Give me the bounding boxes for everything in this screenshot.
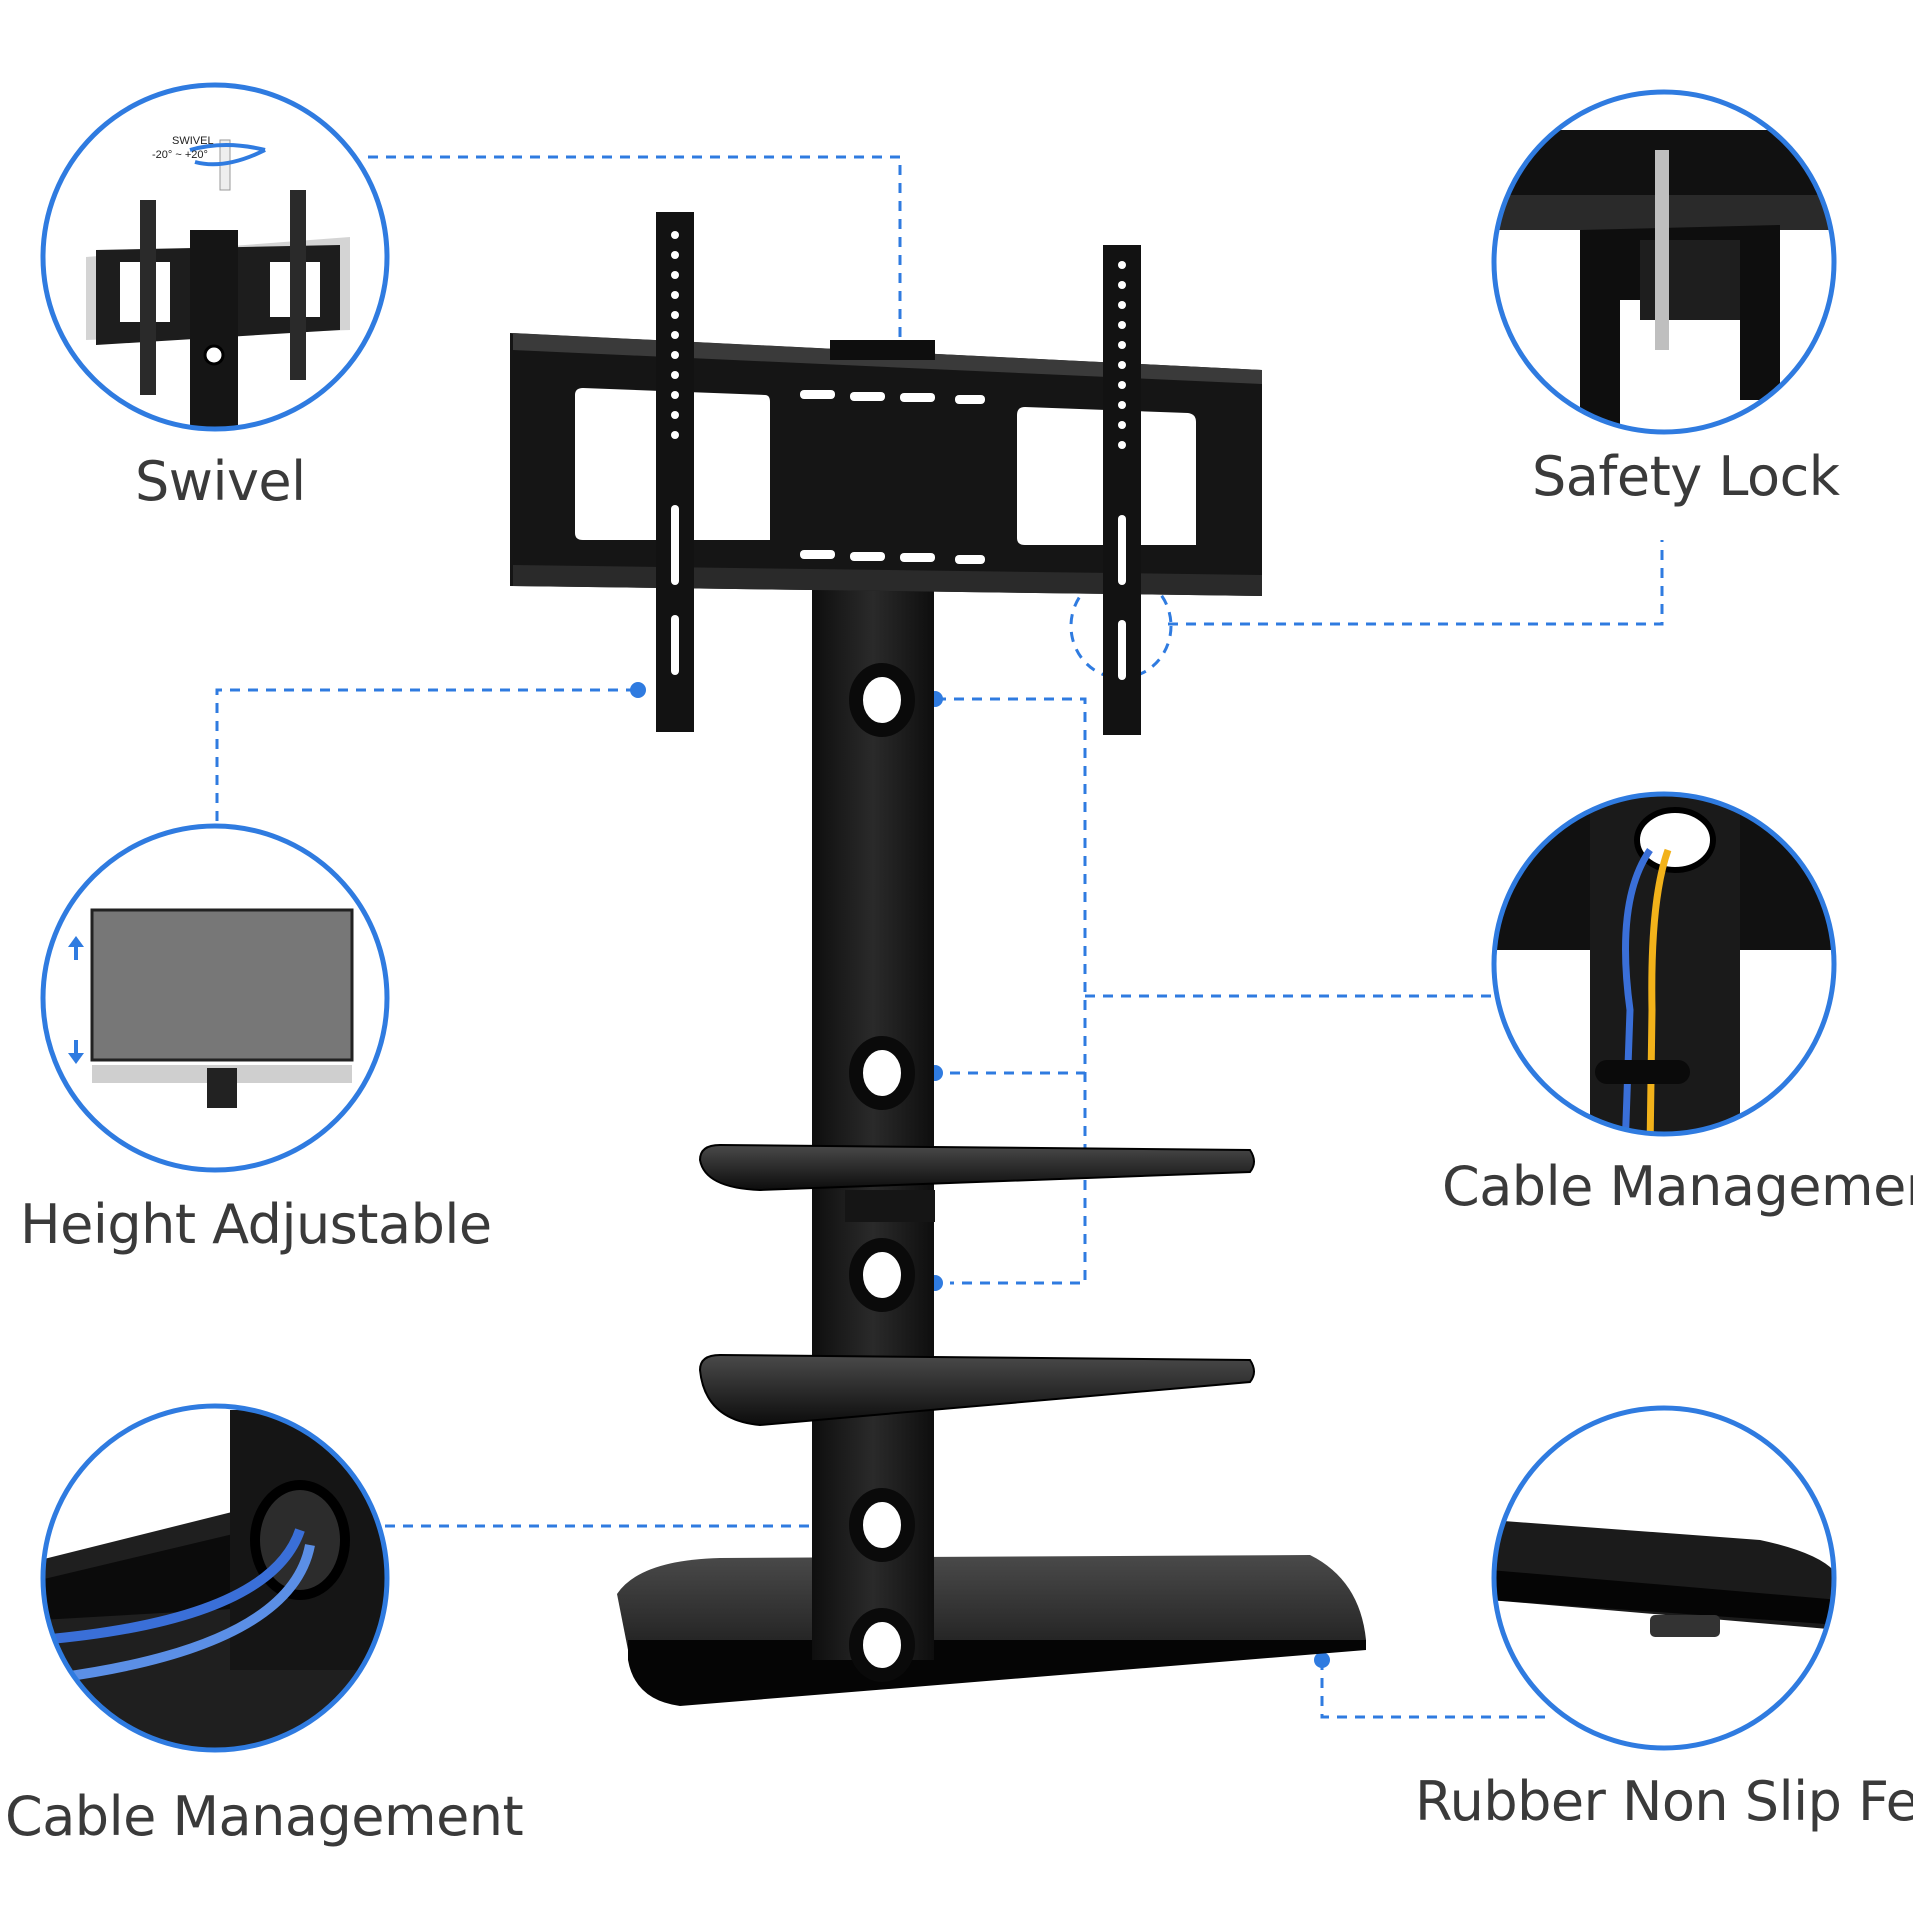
connector-rubber	[1320, 1660, 1548, 1719]
swivel-label: Swivel	[135, 450, 306, 513]
connector-cable-right	[936, 697, 1087, 1285]
tv-stand	[510, 212, 1366, 1706]
connector-safety-lock	[1168, 540, 1664, 626]
tv-mount-bracket	[510, 333, 1262, 596]
connector-lines	[215, 155, 1664, 1719]
vesa-arm-right	[1103, 245, 1141, 735]
safety-lock-detail-circle	[1491, 89, 1837, 435]
connector-swivel	[368, 155, 902, 352]
cable-management-left-detail-circle	[40, 1403, 390, 1753]
swivel-icon-text: SWIVEL	[172, 135, 214, 147]
cable-management-left-label: Cable Management	[5, 1785, 524, 1848]
height-adjustable-detail-circle	[40, 823, 390, 1173]
cable-holes	[849, 663, 915, 1682]
height-adjustable-label: Height Adjustable	[20, 1193, 492, 1256]
cable-management-right-detail-circle	[1491, 791, 1837, 1137]
upper-shelf	[698, 1143, 1255, 1192]
arrow-down-icon	[68, 1040, 84, 1064]
rubber-feet-detail-circle	[1491, 1405, 1837, 1751]
arrow-up-icon	[68, 936, 84, 960]
lower-shelf	[698, 1353, 1255, 1427]
stand-pole	[812, 580, 934, 1660]
vesa-arm-left	[656, 212, 694, 732]
connector-height	[215, 688, 636, 828]
swivel-detail-circle: SWIVEL -20° ~ +20°	[40, 82, 390, 432]
swivel-range-text: -20° ~ +20°	[152, 149, 208, 161]
safety-lock-label: Safety Lock	[1532, 445, 1840, 508]
cable-management-right-label: Cable Management	[1442, 1155, 1913, 1218]
rubber-feet-label: Rubber Non Slip Feet	[1415, 1770, 1913, 1833]
